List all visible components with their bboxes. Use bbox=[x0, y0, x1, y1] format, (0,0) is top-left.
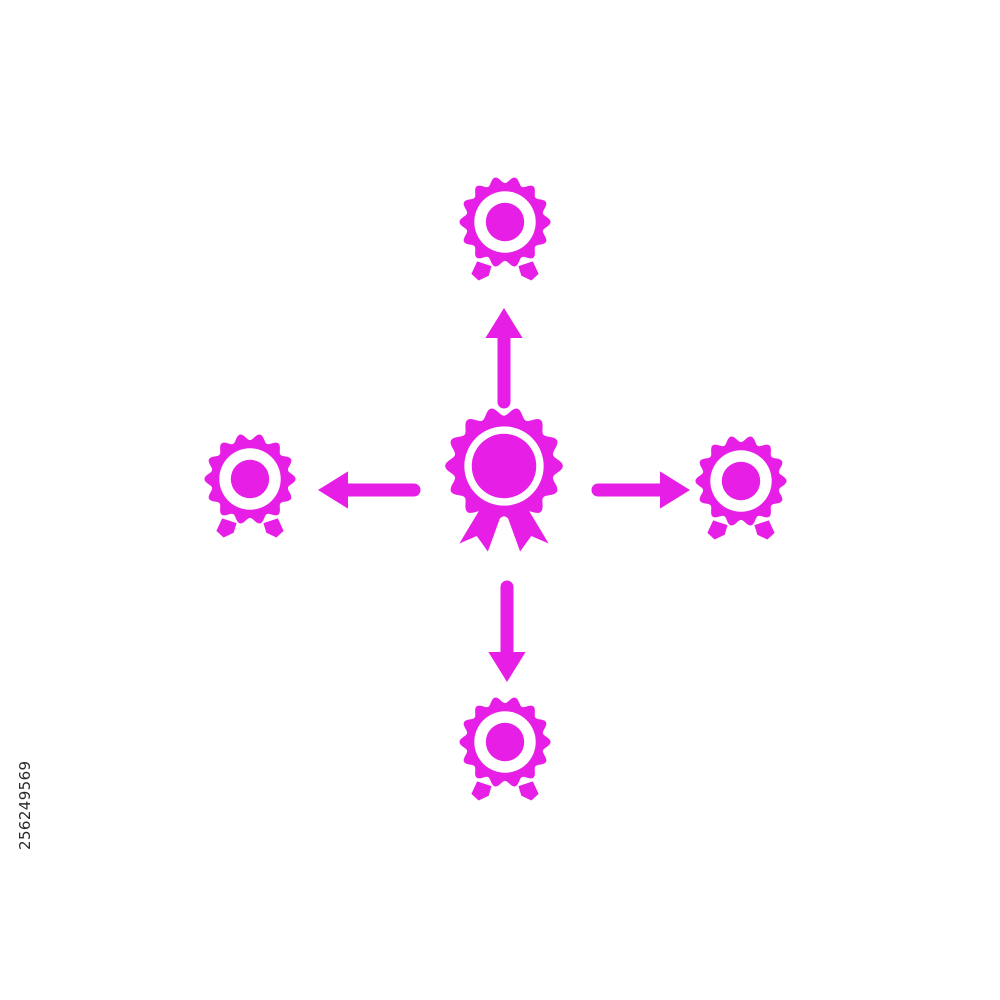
award-ribbon-icon bbox=[445, 408, 563, 552]
stock-id-watermark: 256249569 bbox=[16, 760, 34, 851]
arrow-up-icon bbox=[485, 308, 523, 409]
award-ribbon-icon-bottom bbox=[459, 697, 551, 801]
award-ribbon-icon-right bbox=[695, 436, 787, 540]
award-ribbon-icon-top bbox=[459, 177, 551, 281]
arrow-right-icon bbox=[591, 471, 690, 509]
award-ribbon-icon-left bbox=[204, 434, 296, 538]
arrow-down-icon bbox=[488, 580, 526, 682]
arrow-left-icon bbox=[318, 471, 421, 509]
